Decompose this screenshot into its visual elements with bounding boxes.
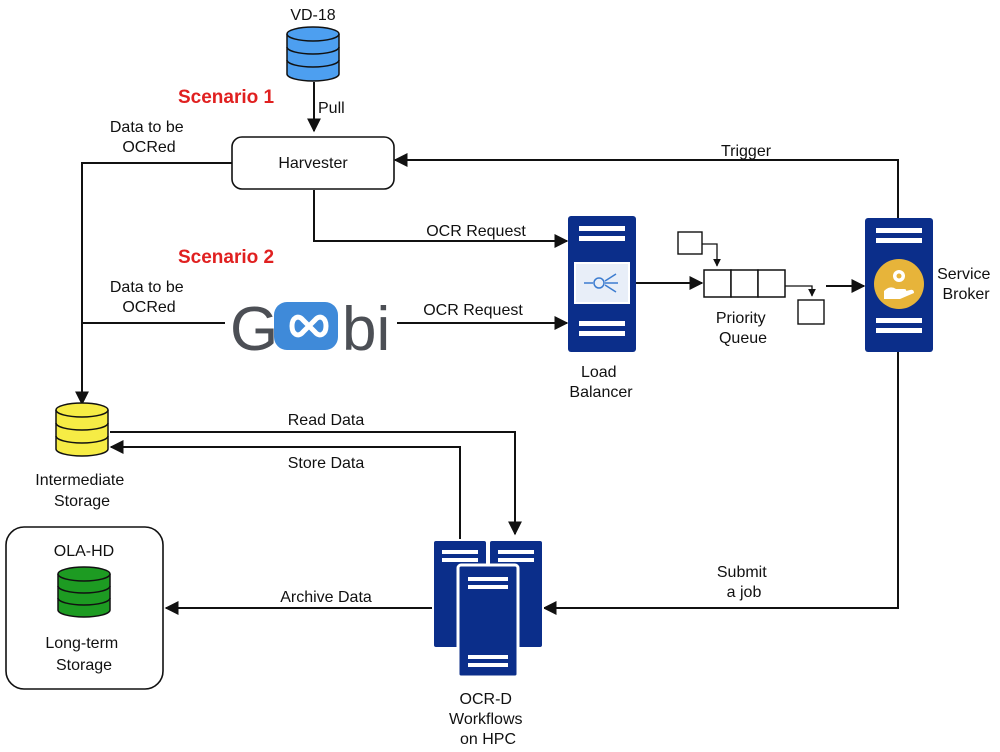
intermediate-storage-label: Intermediate Storage: [35, 472, 128, 510]
service-broker-label: Service Broker: [937, 266, 995, 303]
submit-job-label: Submit a job: [717, 564, 771, 601]
service-hand-icon: [874, 259, 924, 309]
ocrd-hpc-node: OCR-D Workflows on HPC: [432, 539, 544, 748]
database-icon: [57, 566, 111, 618]
database-icon: [55, 402, 109, 457]
harvester-label: Harvester: [278, 155, 348, 172]
ocr-request-1-arrow: [313, 190, 569, 248]
trigger-arrow: [393, 153, 899, 218]
pull-label: Pull: [318, 100, 345, 117]
scenario-2-label: Scenario 2: [178, 247, 274, 268]
load-balancer-node: Load Balancer: [568, 216, 636, 401]
goobi-logo-bi: bi: [342, 295, 390, 364]
ola-hd-caption: Long-term Storage: [45, 635, 122, 674]
ola-hd-title: OLA-HD: [54, 543, 114, 560]
goobi-logo: G bi: [225, 295, 397, 364]
priority-queue-node: Priority Queue: [677, 231, 825, 347]
outgoing-job-box: [797, 299, 825, 325]
load-balancer-icon: [584, 273, 618, 293]
scenario-1-label: Scenario 1: [178, 87, 275, 108]
store-data-arrow: [109, 440, 461, 540]
server-icon: [456, 563, 520, 679]
harvester-node: Harvester: [231, 136, 395, 190]
data-to-ocr-1-label: Data to be OCRed: [110, 119, 188, 156]
service-broker-node: Service Broker: [865, 218, 995, 352]
ocr-request-1-label: OCR Request: [426, 223, 526, 240]
vd18-label: VD-18: [290, 7, 335, 24]
ocrd-label: OCR-D Workflows on HPC: [449, 691, 527, 748]
vd18-database: VD-18: [286, 7, 340, 82]
connections: [75, 82, 899, 615]
load-balancer-label: Load Balancer: [569, 364, 633, 401]
trigger-label: Trigger: [721, 143, 772, 160]
database-icon: [286, 26, 340, 82]
goobi-logo-g: G: [230, 295, 278, 364]
read-data-label: Read Data: [288, 412, 365, 429]
ola-hd-node: OLA-HD Long-term Storage: [5, 526, 164, 690]
priority-queue-label: Priority Queue: [716, 310, 770, 347]
incoming-job-box: [677, 231, 703, 255]
read-data-arrow: [110, 431, 522, 536]
intermediate-storage-node: Intermediate Storage: [35, 402, 128, 510]
archive-data-label: Archive Data: [280, 589, 372, 606]
submit-job-arrow: [542, 352, 899, 615]
ocr-request-2-label: OCR Request: [423, 302, 523, 319]
data-to-ocr-2-label: Data to be OCRed: [110, 279, 188, 316]
store-data-label: Store Data: [288, 455, 365, 472]
